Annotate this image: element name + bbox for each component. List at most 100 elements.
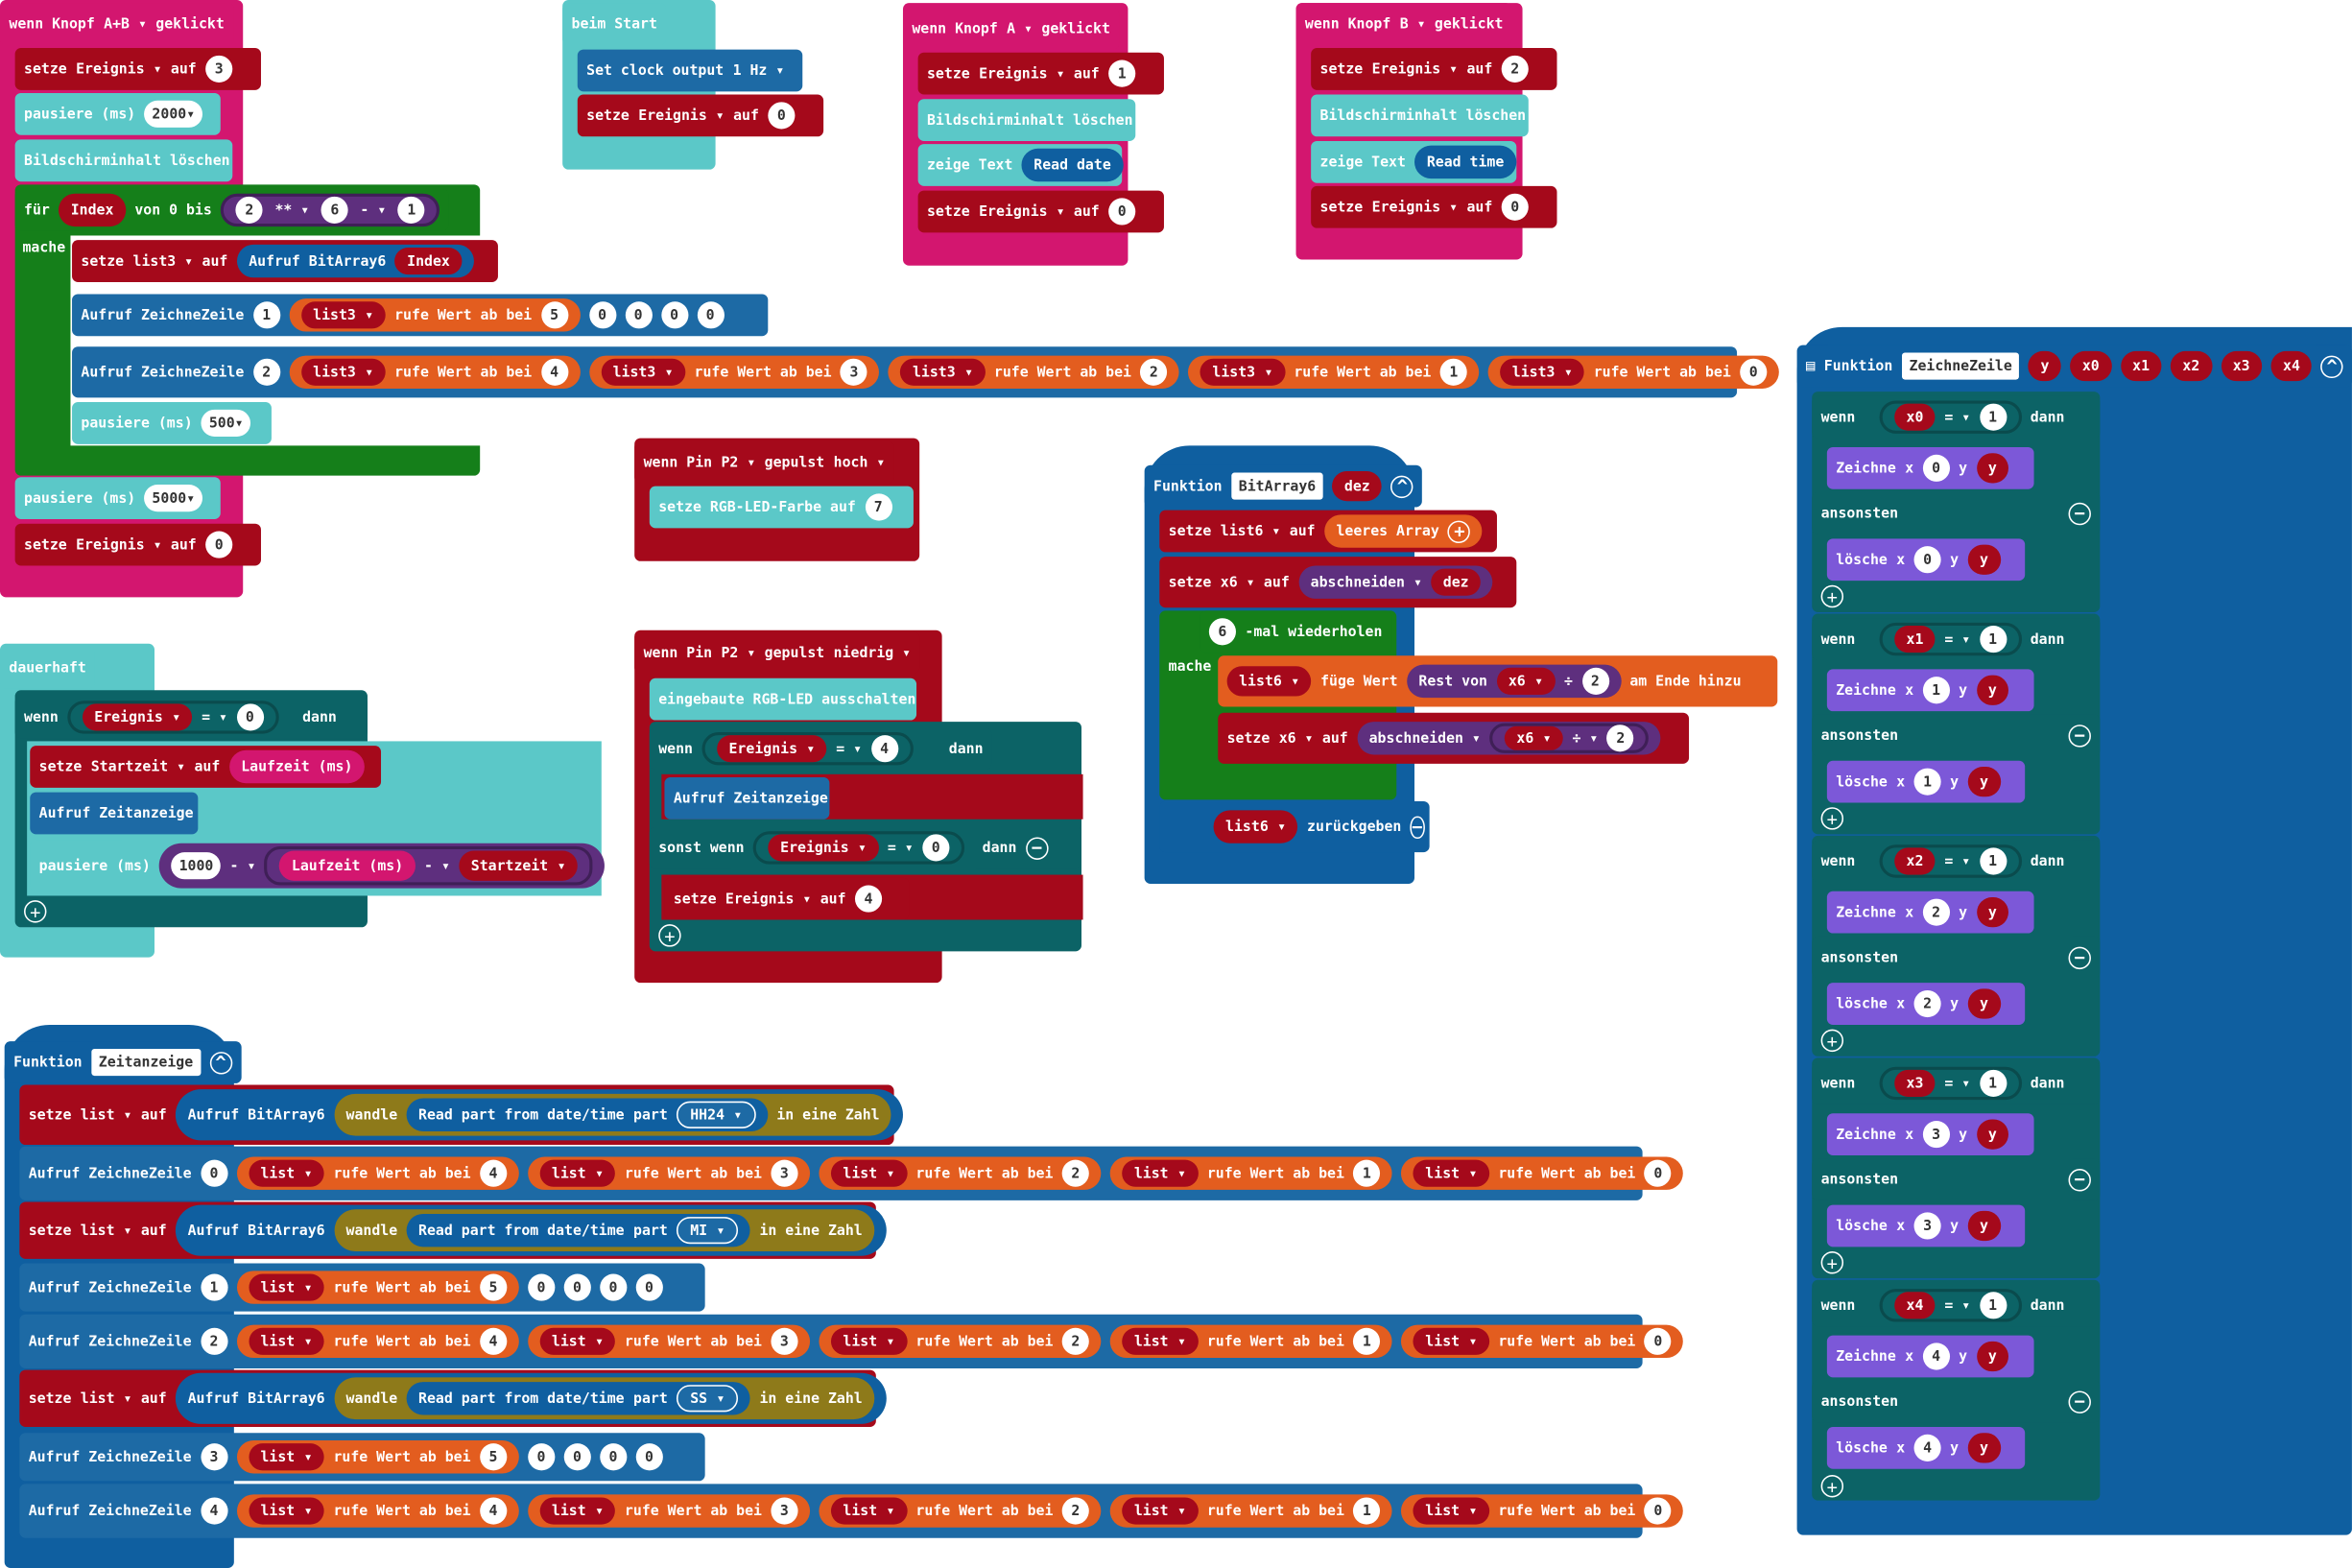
set-list-ss[interactable]: setze list auf Aufruf BitArray6wandleRea… — [19, 1369, 887, 1427]
x-value[interactable]: 1 — [1922, 677, 1950, 704]
y-var[interactable]: y — [1976, 1341, 2009, 1372]
remove-else-icon[interactable]: − — [2068, 1390, 2091, 1414]
variable-dropdown[interactable]: Ereignis — [1372, 60, 1458, 77]
index[interactable]: 1 — [1439, 358, 1467, 386]
function-header[interactable]: Funktion BitArray6 dez ^ — [1144, 464, 1423, 508]
compare-value[interactable]: 1 — [1979, 403, 2007, 431]
part-dropdown[interactable]: HH24 — [677, 1101, 756, 1128]
index[interactable]: 0 — [1644, 1327, 1672, 1355]
variable-dropdown[interactable]: Ereignis — [979, 203, 1064, 220]
operator[interactable]: = — [1944, 853, 1970, 869]
add-branch-icon[interactable]: + — [1820, 1251, 1844, 1274]
zero-arg[interactable]: 0 — [527, 1443, 556, 1471]
arg-y[interactable]: 4 — [200, 1497, 228, 1525]
index-arg[interactable]: Index — [394, 247, 463, 275]
x-value[interactable]: 4 — [1922, 1342, 1950, 1370]
index[interactable]: 2 — [1140, 358, 1168, 386]
variable-dropdown[interactable]: x6 — [1279, 730, 1314, 747]
minus-value[interactable]: 1 — [397, 196, 425, 224]
add-branch-icon[interactable]: + — [1820, 807, 1844, 830]
index[interactable]: 5 — [540, 301, 568, 329]
x-value[interactable]: 4 — [1913, 1434, 1941, 1461]
index[interactable]: 4 — [479, 1327, 508, 1355]
param-x4[interactable]: x4 — [2270, 350, 2313, 382]
list-var[interactable]: list — [1413, 1159, 1489, 1187]
add-branch-icon[interactable]: + — [24, 900, 47, 923]
compare[interactable]: Ereignis=0 — [752, 831, 964, 865]
compare-value[interactable]: 1 — [1979, 847, 2007, 875]
minus-operator[interactable]: - — [360, 202, 386, 218]
list-var[interactable]: list — [248, 1497, 325, 1525]
y-var[interactable]: y — [1976, 675, 2009, 705]
compare[interactable]: x2=1 — [1879, 844, 2022, 878]
zero-arg[interactable]: 0 — [660, 301, 688, 329]
divide[interactable]: x6÷2 — [1489, 723, 1650, 753]
pause-expression[interactable]: pausiere (ms) 1000 - Laufzeit (ms)-Start… — [30, 840, 606, 891]
arg-y[interactable]: 1 — [252, 301, 280, 329]
set-list-mi[interactable]: setze list auf Aufruf BitArray6wandleRea… — [19, 1201, 887, 1259]
runtime-reporter[interactable]: Laufzeit (ms) — [279, 850, 416, 881]
pause-500[interactable]: pausiere (ms) 500 — [72, 402, 272, 444]
variable-dropdown[interactable]: Ereignis — [638, 107, 724, 124]
comment-icon[interactable]: ▤ — [1805, 357, 1816, 375]
y-var[interactable]: y — [1967, 544, 2001, 575]
y-var[interactable]: y — [1976, 1119, 2009, 1150]
zero-arg[interactable]: 0 — [563, 1273, 591, 1301]
compare[interactable]: x3=1 — [1879, 1066, 2022, 1101]
else-header[interactable]: ansonsten− — [1812, 714, 2101, 757]
on-button-ab-header[interactable]: wenn Knopf A+B geklickt — [0, 3, 234, 45]
pause-2000[interactable]: pausiere (ms) 2000 — [14, 92, 221, 135]
list-var[interactable]: list — [248, 1327, 325, 1355]
function-header[interactable]: ▤ Funktion ZeichneZeile y x0 x1 x2 x3 x4… — [1796, 344, 2352, 388]
pin-low-header[interactable]: wenn Pin P2 gepulst niedrig — [634, 631, 920, 675]
value-field[interactable]: 3 — [205, 55, 233, 83]
remove-else-icon[interactable]: − — [2068, 1168, 2091, 1191]
y-var[interactable]: y — [1967, 1433, 2001, 1463]
list-var[interactable]: list — [539, 1159, 616, 1187]
list-var[interactable]: list — [1122, 1497, 1199, 1525]
zero-arg[interactable]: 0 — [625, 301, 653, 329]
param-dez[interactable]: dez — [1332, 470, 1383, 502]
set-ereignis-0[interactable]: setze Ereignis auf 0 — [14, 523, 261, 566]
add-branch-icon[interactable]: + — [658, 924, 681, 947]
else-header[interactable]: ansonsten− — [1812, 1158, 2101, 1200]
call-zeichnezeile-row1[interactable]: Aufruf ZeichneZeile 1 list3rufe Wert ab … — [72, 294, 769, 337]
y-var[interactable]: y — [1976, 897, 2009, 928]
call-zeichnezeile-2[interactable]: Aufruf ZeichneZeile 2 listrufe Wert ab b… — [19, 1314, 1684, 1369]
variable-dropdown[interactable]: list — [81, 1106, 132, 1123]
pin-high-header[interactable]: wenn Pin P2 gepulst hoch — [634, 440, 894, 484]
collapse-icon[interactable]: ^ — [2320, 354, 2343, 378]
pause-value[interactable]: 2000 — [144, 100, 202, 128]
arg-y[interactable]: 2 — [200, 1327, 228, 1355]
repeat-count[interactable]: 6 — [1208, 618, 1236, 646]
x-value[interactable]: 3 — [1913, 1212, 1941, 1240]
x6-var[interactable]: x6 — [1496, 667, 1556, 695]
x-value[interactable]: 0 — [1913, 546, 1941, 574]
list-var[interactable]: list — [1413, 1497, 1489, 1525]
rgb-value[interactable]: 7 — [865, 493, 892, 521]
return[interactable]: list6 zurückgeben − — [1159, 800, 1430, 853]
x-value[interactable]: 2 — [1913, 989, 1941, 1018]
variable-dropdown[interactable]: list — [81, 1390, 132, 1407]
list-var[interactable]: list3 — [900, 358, 986, 386]
variable-dropdown[interactable]: list6 — [1221, 523, 1281, 539]
